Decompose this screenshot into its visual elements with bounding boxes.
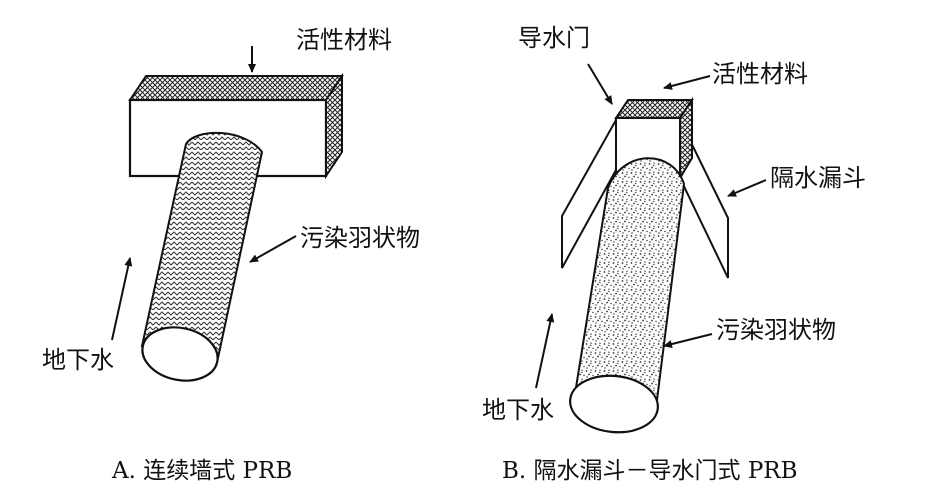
active-material-top-a [128, 75, 344, 101]
arrow-active-material-b [663, 75, 711, 90]
label-funnel-b: 隔水漏斗 [770, 164, 866, 192]
label-plume-b: 污染羽状物 [716, 316, 836, 344]
arrow-plume-b [663, 333, 713, 348]
label-gate-b: 导水门 [518, 24, 590, 52]
arrow-groundwater-a [111, 257, 133, 341]
caption-b: B. 隔水漏斗－导水门式 PRB [502, 458, 798, 484]
label-plume-a: 污染羽状物 [300, 224, 420, 252]
label-groundwater-b: 地下水 [482, 396, 554, 424]
arrow-gate-b [587, 63, 613, 105]
active-material-side-b [679, 96, 693, 182]
label-active-material-a: 活性材料 [296, 26, 392, 54]
diagram-b: 导水门 活性材料 隔水漏斗 污染羽状物 地下水 [482, 24, 866, 434]
label-active-material-b: 活性材料 [712, 60, 808, 88]
arrow-groundwater-b [535, 313, 555, 389]
active-material-side-a [325, 72, 343, 180]
diagram-a: 活性材料 污染羽状物 地下水 [42, 26, 420, 382]
plume-cylinder-a [140, 131, 264, 382]
label-groundwater-a: 地下水 [42, 346, 114, 374]
plume-end-cap-b [569, 374, 659, 434]
arrow-plume-a [249, 235, 297, 263]
arrow-funnel-b [727, 179, 767, 197]
plume-cylinder-b [569, 157, 686, 434]
plume-end-cap-a [141, 326, 219, 382]
caption-a: A. 连续墙式 PRB [111, 458, 292, 484]
